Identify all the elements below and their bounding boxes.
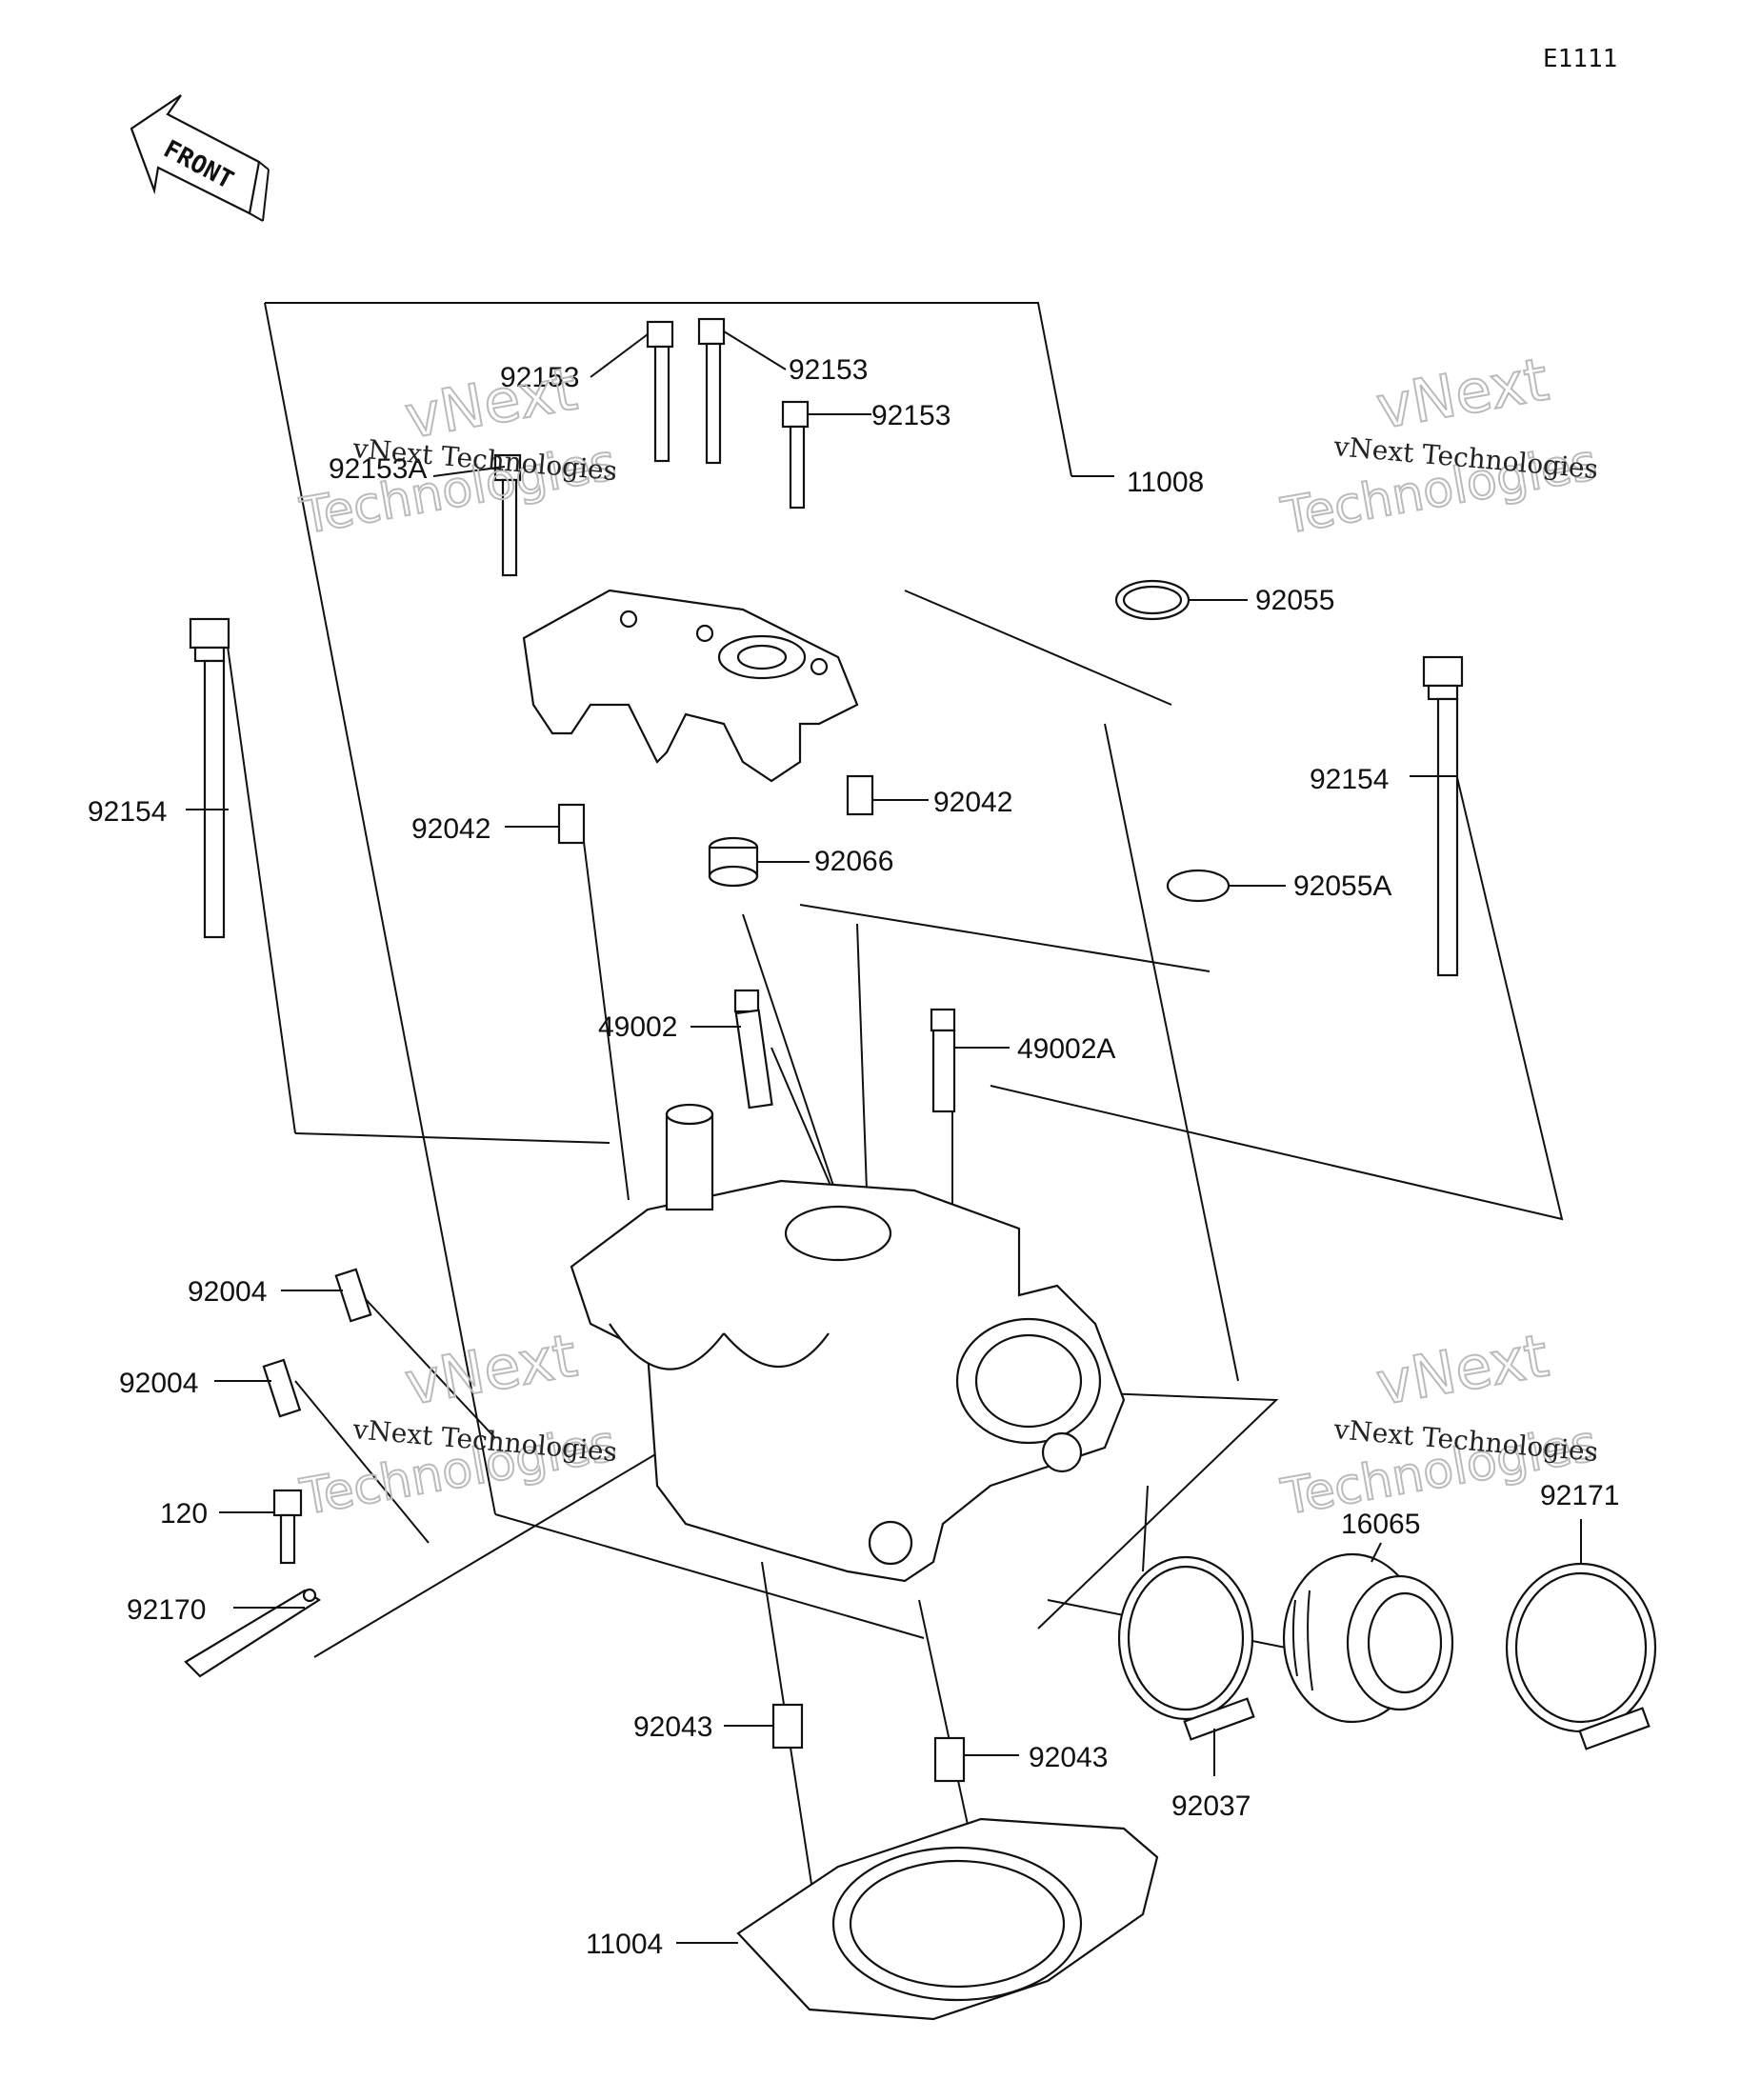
bracket-92170	[184, 1588, 322, 1678]
front-arrow-icon: FRONT	[130, 94, 270, 222]
part-label: 92042	[933, 787, 1012, 818]
watermark-bottom-left: vNext Technologies vNext Technologies	[295, 1319, 621, 1528]
svg-text:vNext: vNext	[400, 1320, 582, 1418]
part-label: 11008	[1127, 467, 1204, 498]
part-label: 92153	[500, 362, 579, 393]
valve-guide-49002	[733, 989, 773, 1110]
clamp-92037	[1117, 1555, 1255, 1741]
watermark-top-left: vNext Technologies vNext Technologies	[295, 352, 621, 547]
part-label: 16065	[1341, 1509, 1420, 1540]
part-label: 92055A	[1293, 870, 1391, 902]
dowel-92043-right	[933, 1736, 966, 1783]
bolt-92154-left	[189, 617, 230, 939]
oring-92055a	[1166, 869, 1231, 903]
camshaft-holder-11008	[522, 589, 859, 783]
stud-92004-lower	[262, 1358, 302, 1418]
part-label: 92170	[127, 1594, 206, 1626]
dowel-92042-left	[557, 803, 586, 845]
bolt-92154-right	[1422, 655, 1464, 977]
svg-text:vNext: vNext	[1371, 344, 1553, 442]
part-label: 92153A	[329, 453, 427, 485]
part-label: 92004	[119, 1368, 198, 1399]
part-label: 92171	[1540, 1480, 1619, 1511]
bolt-120	[272, 1489, 303, 1565]
part-label: 92043	[1029, 1742, 1108, 1773]
diagram-code: E1111	[1543, 45, 1617, 73]
part-label: 92042	[411, 813, 490, 845]
dowel-92042-right	[846, 774, 874, 816]
leader-lines	[186, 330, 1582, 1944]
watermark-top-right: vNext Technologies vNext Technologies	[1276, 343, 1602, 547]
holder-16065	[1282, 1552, 1454, 1724]
part-label: 92154	[1310, 764, 1389, 795]
part-label: 49002	[598, 1011, 677, 1043]
bolt-92153-b	[697, 317, 726, 465]
head-gasket-11004	[736, 1817, 1159, 2021]
part-label: 11004	[586, 1929, 663, 1960]
part-label: 92055	[1255, 585, 1334, 616]
assembly-lines	[223, 302, 1564, 1953]
part-label: 92037	[1171, 1790, 1251, 1822]
plug-92066	[708, 836, 759, 888]
svg-text:vNext: vNext	[1371, 1320, 1553, 1418]
part-label: 92004	[188, 1276, 267, 1308]
part-label: 92153	[871, 400, 951, 431]
bolt-92153-c	[781, 400, 810, 510]
svg-text:vNext: vNext	[400, 353, 582, 451]
part-label: 92043	[633, 1711, 712, 1743]
oring-92055	[1114, 579, 1191, 621]
part-label: 92154	[88, 796, 167, 828]
part-label: 92066	[814, 846, 893, 877]
clamp-92171	[1505, 1562, 1657, 1750]
part-label: 120	[160, 1498, 208, 1530]
dowel-92043-left	[771, 1703, 804, 1750]
bolt-92153-a	[646, 320, 674, 463]
part-label: 92153	[789, 354, 868, 386]
stud-92004-upper	[334, 1268, 372, 1323]
cylinder-head	[570, 1103, 1126, 1583]
valve-guide-49002a	[930, 1008, 956, 1113]
part-label: 49002A	[1017, 1033, 1115, 1065]
